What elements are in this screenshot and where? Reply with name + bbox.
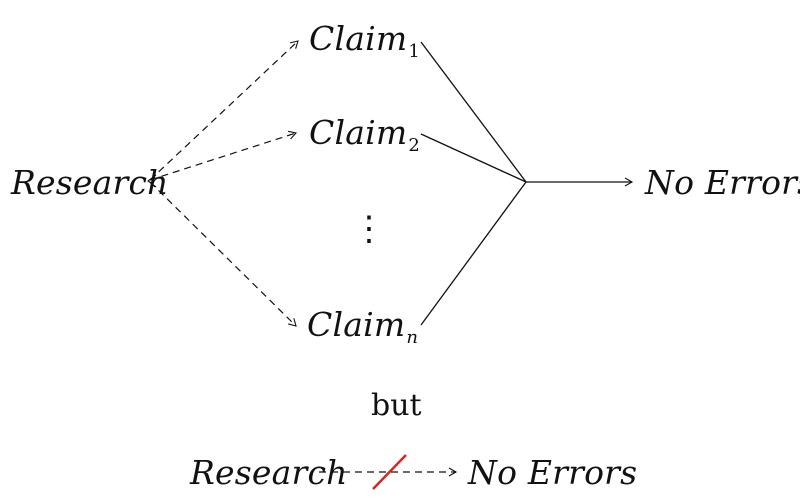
edge-claim-2-junction (420, 133, 527, 183)
no-errors-node: No Errors (645, 163, 800, 202)
connector-word: but (371, 388, 422, 423)
research-node: Research (11, 163, 169, 202)
claim-1-node: Claim1 (309, 19, 420, 62)
research-hook (147, 174, 157, 188)
claim-n-node: Claimn (307, 305, 419, 348)
strike-mark (372, 454, 407, 490)
edge-research-claim-n (149, 181, 297, 327)
edge-research-claim-1 (149, 40, 299, 181)
vertical-ellipsis: ⋮ (352, 209, 386, 249)
edge-claim-n-junction (420, 181, 527, 326)
claim-2-node: Claim2 (309, 113, 420, 156)
edge-research-claim-2 (149, 130, 298, 181)
bottom-research-node: Research (190, 453, 348, 492)
bottom-no-errors-node: No Errors (468, 453, 638, 492)
edge-claim-1-junction (420, 41, 527, 183)
